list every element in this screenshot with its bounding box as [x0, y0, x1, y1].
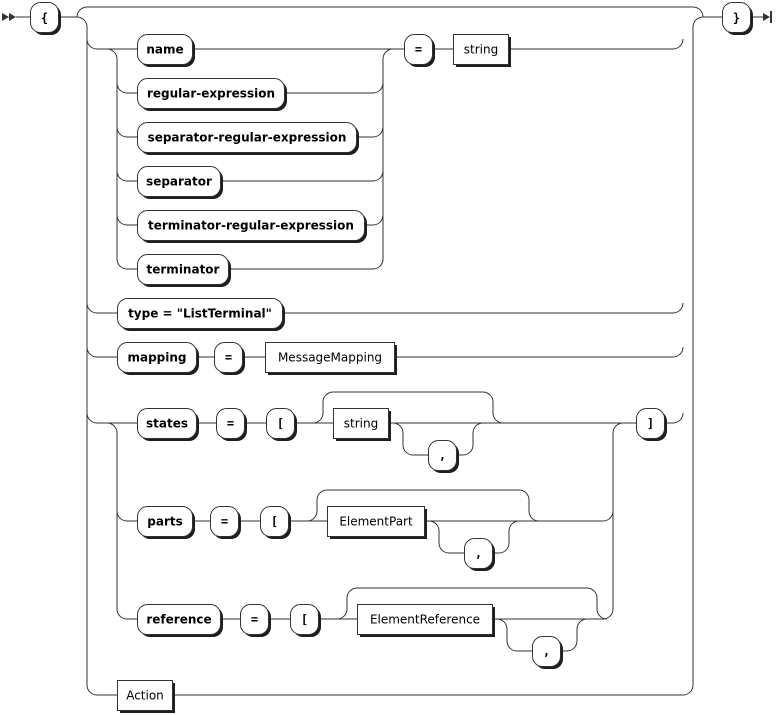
term-name-text: name	[146, 43, 183, 57]
term-name: name	[137, 34, 195, 67]
mapping-key-text: mapping	[127, 351, 186, 365]
equals-text: =	[227, 417, 234, 431]
term-terminator-regular-expression: terminator-regular-expression	[137, 210, 367, 243]
action-text: Action	[126, 689, 164, 703]
states-ref-text: string	[344, 417, 378, 431]
term-states: states	[137, 408, 199, 441]
ref-element-part: ElementPart	[327, 506, 427, 539]
term-open-bracket-reference: [	[290, 604, 321, 637]
term-separator: separator	[137, 166, 223, 199]
comma-text: ,	[475, 547, 482, 561]
ref-string-text: string	[464, 43, 498, 57]
term-reference: reference	[137, 604, 223, 637]
term-terminator-regular-expression-text: terminator-regular-expression	[148, 219, 354, 233]
ref-message-mapping: MessageMapping	[265, 342, 397, 375]
ref-string-states: string	[333, 408, 391, 441]
term-comma-parts: ,	[464, 538, 495, 571]
term-equals-property: =	[404, 34, 435, 67]
ref-action: Action	[117, 680, 175, 713]
ref-element-reference: ElementReference	[357, 604, 495, 637]
equals-text: =	[251, 613, 258, 627]
term-comma-reference: ,	[532, 636, 563, 669]
comma-text: ,	[439, 449, 446, 463]
term-mapping: mapping	[117, 342, 199, 375]
connector-lines	[16, 6, 763, 696]
open-bracket-text: [	[277, 417, 284, 431]
ref-string-property: string	[453, 34, 511, 67]
close-brace-terminal: }	[722, 2, 753, 35]
close-brace-text: }	[733, 11, 740, 25]
open-brace-terminal: {	[30, 2, 61, 35]
term-separator-regular-expression: separator-regular-expression	[137, 122, 359, 155]
term-separator-regular-expression-text: separator-regular-expression	[148, 131, 347, 145]
term-separator-text: separator	[146, 175, 212, 189]
states-key-text: states	[146, 417, 188, 431]
reference-key-text: reference	[146, 613, 211, 627]
term-type-list-terminal: type = "ListTerminal"	[117, 298, 285, 331]
equals-text: =	[415, 43, 422, 57]
open-bracket-text: [	[301, 613, 308, 627]
parts-key-text: parts	[147, 515, 182, 529]
close-bracket-text: ]	[647, 417, 654, 431]
term-open-bracket-parts: [	[260, 506, 291, 539]
term-terminator: terminator	[137, 254, 231, 287]
message-mapping-text: MessageMapping	[278, 351, 382, 365]
end-marker	[763, 11, 772, 23]
start-marker	[2, 13, 16, 21]
term-regular-expression-text: regular-expression	[147, 87, 275, 101]
equals-text: =	[221, 515, 228, 529]
term-close-bracket: ]	[636, 408, 667, 441]
comma-text: ,	[543, 645, 550, 659]
element-reference-text: ElementReference	[370, 613, 480, 627]
term-equals-reference: =	[240, 604, 271, 637]
element-part-text: ElementPart	[339, 515, 413, 529]
open-bracket-text: [	[271, 515, 278, 529]
type-literal-text: type = "ListTerminal"	[128, 307, 272, 321]
equals-text: =	[225, 351, 232, 365]
term-equals-mapping: =	[214, 342, 245, 375]
term-parts: parts	[137, 506, 195, 539]
term-open-bracket-states: [	[266, 408, 297, 441]
term-equals-states: =	[216, 408, 247, 441]
term-regular-expression: regular-expression	[137, 78, 287, 111]
open-brace-text: {	[41, 11, 48, 25]
term-terminator-text: terminator	[147, 263, 220, 277]
term-equals-parts: =	[210, 506, 241, 539]
term-comma-states: ,	[428, 440, 459, 473]
